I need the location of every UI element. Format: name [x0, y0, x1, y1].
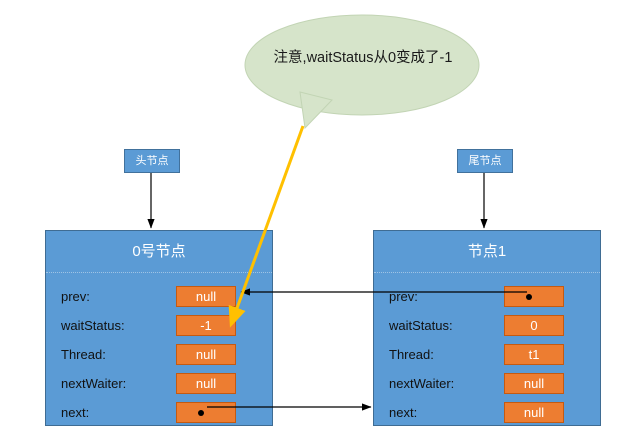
callout-text: 注意,waitStatus从0变成了-1 — [273, 50, 453, 66]
node-title-right: 节点1 — [374, 231, 600, 273]
field-label-thread: Thread: — [61, 347, 106, 362]
node-title-left: 0号节点 — [46, 231, 272, 273]
field-label-prev: prev: — [61, 289, 90, 304]
field-row: waitStatus: -1 — [46, 311, 272, 340]
tag-tail-node: 尾节点 — [457, 149, 513, 173]
field-row: prev: null — [46, 282, 272, 311]
field-row: next: null — [374, 398, 600, 427]
field-value-next — [176, 402, 236, 423]
field-row: nextWaiter: null — [46, 369, 272, 398]
field-label-prev: prev: — [389, 289, 418, 304]
field-value-waitstatus: 0 — [504, 315, 564, 336]
node-fields-right: prev: waitStatus: 0 Thread: t1 nextWaite… — [374, 273, 600, 427]
field-row: waitStatus: 0 — [374, 311, 600, 340]
node-fields-left: prev: null waitStatus: -1 Thread: null n… — [46, 273, 272, 427]
field-value-waitstatus: -1 — [176, 315, 236, 336]
field-value-nextwaiter: null — [176, 373, 236, 394]
field-label-next: next: — [61, 405, 90, 420]
tag-head-node: 头节点 — [124, 149, 180, 173]
field-label-nextwaiter: nextWaiter: — [389, 376, 455, 391]
field-label-waitstatus: waitStatus: — [389, 318, 453, 333]
field-row: next: — [46, 398, 272, 427]
field-value-prev — [504, 286, 564, 307]
callout-tail — [299, 91, 333, 130]
field-value-thread: t1 — [504, 344, 564, 365]
field-label-next: next: — [389, 405, 418, 420]
field-label-waitstatus: waitStatus: — [61, 318, 125, 333]
field-row: prev: — [374, 282, 600, 311]
field-row: Thread: t1 — [374, 340, 600, 369]
field-row: Thread: null — [46, 340, 272, 369]
node-box-left: 0号节点 prev: null waitStatus: -1 Thread: n… — [45, 230, 273, 426]
field-value-thread: null — [176, 344, 236, 365]
field-value-prev: null — [176, 286, 236, 307]
pointer-dot-icon — [526, 293, 532, 300]
node-box-right: 节点1 prev: waitStatus: 0 Thread: t1 nextW… — [373, 230, 601, 426]
field-row: nextWaiter: null — [374, 369, 600, 398]
field-label-thread: Thread: — [389, 347, 434, 362]
field-value-next: null — [504, 402, 564, 423]
field-label-nextwaiter: nextWaiter: — [61, 376, 127, 391]
field-value-nextwaiter: null — [504, 373, 564, 394]
pointer-dot-icon — [198, 409, 204, 416]
